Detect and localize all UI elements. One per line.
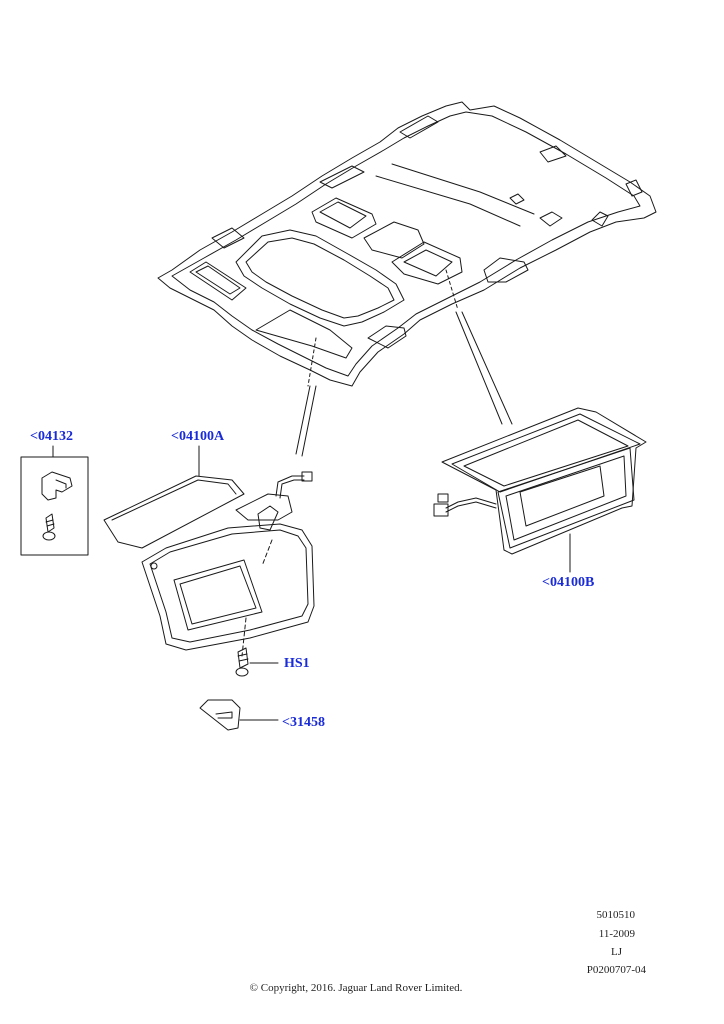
grab-handle-recesses xyxy=(189,257,529,349)
visor-pivot-bracket xyxy=(235,493,293,531)
screen-housing xyxy=(441,407,647,555)
vanity-mirror xyxy=(173,559,263,631)
headliner-rear-details xyxy=(211,115,643,359)
clip-icon xyxy=(41,471,73,501)
screw-icon xyxy=(42,513,56,541)
sun-visor-body xyxy=(141,523,315,651)
screen-wiring-harness xyxy=(433,493,497,517)
callout-31458[interactable]: <31458 xyxy=(282,715,325,730)
drawing-date: 11-2009 xyxy=(598,928,635,940)
callout-04100B[interactable]: <04100B xyxy=(542,575,595,590)
part-04132-box xyxy=(20,456,89,556)
callout-04132[interactable]: <04132 xyxy=(30,429,73,444)
sun-visor-assembly xyxy=(103,445,315,651)
visor-wiring-harness xyxy=(275,471,313,499)
reference-number: 5010510 xyxy=(596,909,636,921)
callout-hs1[interactable]: HS1 xyxy=(284,656,310,671)
author-initials: LJ xyxy=(611,946,622,958)
screw-hs1 xyxy=(235,647,279,677)
part-04132-group xyxy=(20,445,89,556)
sunroof-opening xyxy=(235,229,405,327)
callout-04100A[interactable]: <04100A xyxy=(171,429,225,444)
headliner-panel xyxy=(157,101,657,387)
clip-31458 xyxy=(199,699,279,731)
sun-visor-folded xyxy=(103,475,245,549)
copyright-notice: © Copyright, 2016. Jaguar Land Rover Lim… xyxy=(249,982,463,994)
rear-entertainment-screen xyxy=(433,407,647,573)
overhead-console-cutouts xyxy=(311,193,609,285)
drawing-number: P0200707-04 xyxy=(586,964,646,976)
screen-display xyxy=(497,447,635,549)
